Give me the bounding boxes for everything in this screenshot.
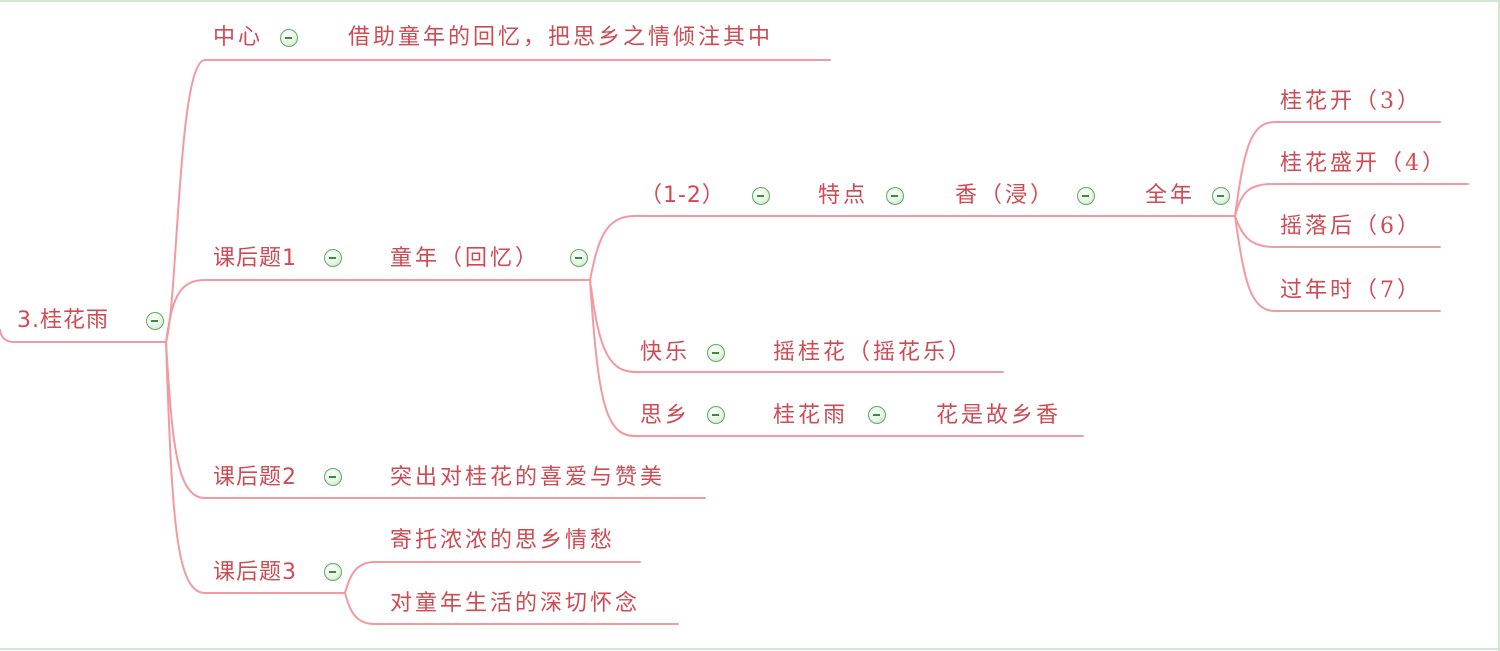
frame-top bbox=[0, 0, 1500, 2]
stage-node-label[interactable]: 桂花开（3） bbox=[1280, 89, 1422, 114]
minus-circle-icon[interactable] bbox=[146, 312, 164, 330]
q1-node-label[interactable]: 课后题1 bbox=[213, 246, 297, 271]
homesick-node-label[interactable]: 思乡 bbox=[640, 403, 691, 428]
minus-circle-icon[interactable] bbox=[324, 563, 342, 581]
q2-node-label[interactable]: 课后题2 bbox=[213, 465, 297, 490]
edge-root-q3 bbox=[165, 341, 346, 594]
q2-content[interactable]: 突出对桂花的喜爱与赞美 bbox=[390, 465, 666, 490]
edge-root-center bbox=[165, 59, 831, 343]
q3-content[interactable]: 对童年生活的深切怀念 bbox=[390, 591, 641, 616]
frame-right bbox=[1498, 0, 1500, 651]
center-content[interactable]: 借助童年的回忆，把思乡之情倾注其中 bbox=[348, 25, 774, 50]
minus-circle-icon[interactable] bbox=[570, 249, 588, 267]
happy-node-label[interactable]: 快乐 bbox=[640, 340, 691, 365]
edge-stage-3 bbox=[1234, 215, 1441, 248]
root-node-label[interactable]: 3.桂花雨 bbox=[17, 308, 109, 333]
q3-content[interactable]: 寄托浓浓的思乡情愁 bbox=[390, 528, 616, 553]
whole-year-node-label[interactable]: 全年 bbox=[1145, 183, 1196, 208]
memory-node-label[interactable]: 童年（回忆） bbox=[390, 246, 541, 271]
minus-circle-icon[interactable] bbox=[868, 406, 886, 424]
stage-node-label[interactable]: 过年时（7） bbox=[1280, 278, 1422, 303]
stage-node-label[interactable]: 桂花盛开（4） bbox=[1280, 151, 1447, 176]
minus-circle-icon[interactable] bbox=[280, 29, 298, 47]
minus-circle-icon[interactable] bbox=[886, 187, 904, 205]
q3-node-label[interactable]: 课后题3 bbox=[213, 560, 297, 585]
minus-circle-icon[interactable] bbox=[324, 468, 342, 486]
happy-content[interactable]: 摇桂花（摇花乐） bbox=[773, 340, 974, 365]
edge-stage-4 bbox=[1234, 215, 1441, 312]
feature-node-label[interactable]: 特点 bbox=[818, 183, 869, 208]
osmanthus-rain-node-label[interactable]: 桂花雨 bbox=[773, 403, 849, 428]
minus-circle-icon[interactable] bbox=[1077, 187, 1095, 205]
minus-circle-icon[interactable] bbox=[707, 344, 725, 362]
minus-circle-icon[interactable] bbox=[324, 249, 342, 267]
edge-root-underline bbox=[0, 329, 167, 343]
homesick-content[interactable]: 花是故乡香 bbox=[936, 403, 1062, 428]
minus-circle-icon[interactable] bbox=[707, 406, 725, 424]
edge-memory-para12 bbox=[589, 215, 1236, 281]
edge-root-q2 bbox=[165, 341, 706, 499]
edge-stage-2 bbox=[1234, 183, 1469, 217]
center-node-label[interactable]: 中心 bbox=[213, 25, 264, 50]
edge-q3-content-1 bbox=[344, 561, 641, 594]
frame-bottom bbox=[0, 648, 1500, 650]
edge-stage-1 bbox=[1234, 121, 1441, 217]
para12-node-label[interactable]: （1-2） bbox=[640, 183, 725, 208]
minus-circle-icon[interactable] bbox=[752, 187, 770, 205]
stage-node-label[interactable]: 摇落后（6） bbox=[1280, 214, 1422, 239]
minus-circle-icon[interactable] bbox=[1212, 187, 1230, 205]
fragrance-node-label[interactable]: 香（浸） bbox=[955, 183, 1056, 208]
edge-q3-content-2 bbox=[344, 592, 679, 625]
edge-memory-homesick bbox=[589, 279, 1084, 437]
edge-root-q1 bbox=[165, 279, 591, 343]
edge-memory-happy bbox=[589, 279, 1004, 373]
